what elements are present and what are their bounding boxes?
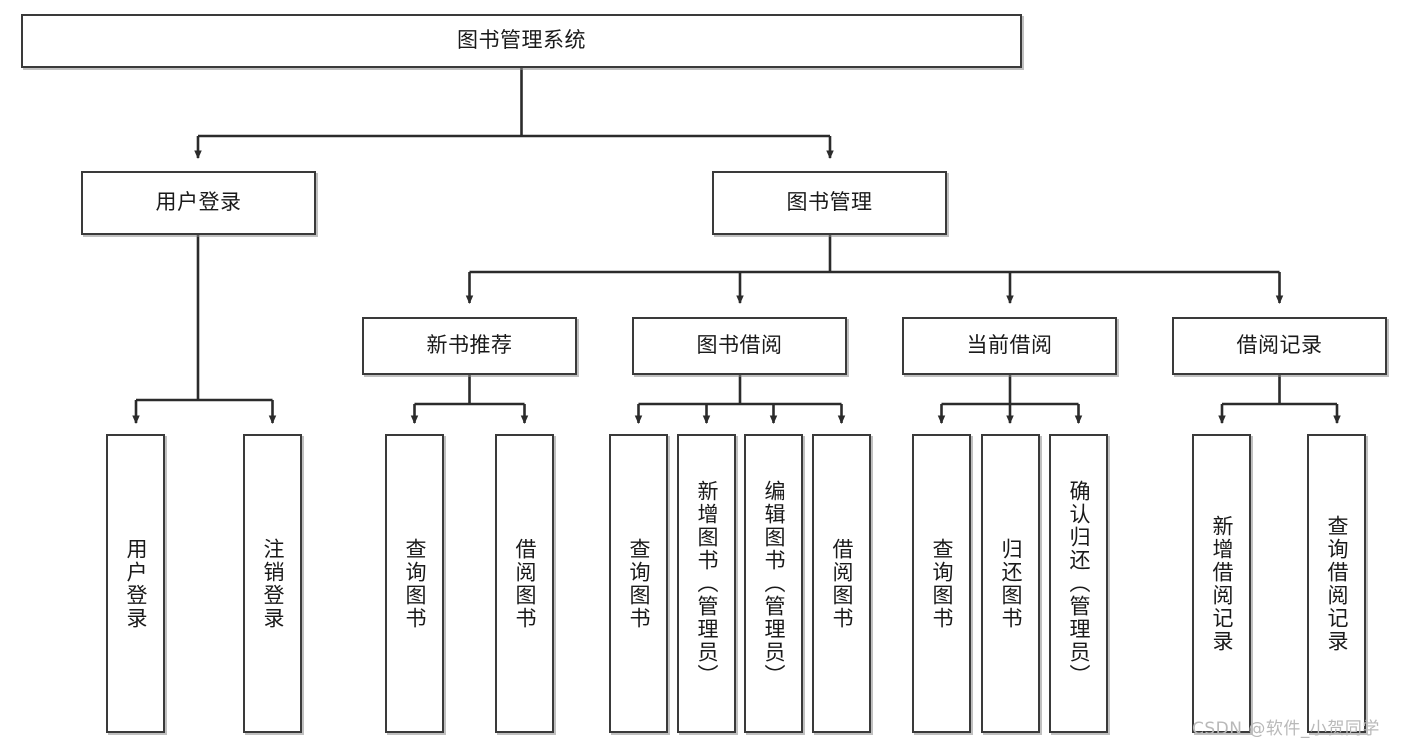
node-leaf-add-record-label: 新增借阅记录 [1209,514,1234,653]
node-book-manage-label: 图书管理 [786,190,873,215]
node-borrow-record[interactable]: 借阅记录 [1172,317,1387,375]
node-user-login-label: 用户登录 [155,190,242,215]
node-leaf-confirm-return[interactable]: 确认归还（管理员） [1049,434,1108,733]
node-current-borrow[interactable]: 当前借阅 [902,317,1117,375]
node-leaf-user-login[interactable]: 用户登录 [106,434,165,733]
node-leaf-query-record[interactable]: 查询借阅记录 [1307,434,1366,733]
node-leaf-borrow-book-1-label: 借阅图书 [512,537,537,630]
node-book-borrow-label: 图书借阅 [696,333,783,358]
node-borrow-record-label: 借阅记录 [1236,333,1323,358]
node-leaf-query-book-3[interactable]: 查询图书 [912,434,971,733]
node-leaf-logout-label: 注销登录 [260,537,285,630]
node-leaf-edit-book-label: 编辑图书（管理员） [761,480,786,687]
node-leaf-borrow-book-2-label: 借阅图书 [829,537,854,630]
node-leaf-query-book-2-label: 查询图书 [626,537,651,630]
node-leaf-return-book[interactable]: 归还图书 [981,434,1040,733]
node-user-login[interactable]: 用户登录 [81,171,316,235]
node-new-book-rec-label: 新书推荐 [426,333,513,358]
csdn-watermark: CSDN @软件_小贺同学 [1192,719,1380,739]
node-leaf-add-record[interactable]: 新增借阅记录 [1192,434,1251,733]
node-new-book-rec[interactable]: 新书推荐 [362,317,577,375]
node-leaf-query-book-1-label: 查询图书 [402,537,427,630]
node-leaf-add-book-label: 新增图书（管理员） [694,480,719,687]
node-root-label: 图书管理系统 [457,28,586,53]
node-leaf-query-book-3-label: 查询图书 [929,537,954,630]
node-leaf-query-book-1[interactable]: 查询图书 [385,434,444,733]
node-leaf-borrow-book-2[interactable]: 借阅图书 [812,434,871,733]
node-book-borrow[interactable]: 图书借阅 [632,317,847,375]
node-leaf-confirm-return-label: 确认归还（管理员） [1066,480,1091,687]
node-leaf-logout[interactable]: 注销登录 [243,434,302,733]
node-leaf-query-record-label: 查询借阅记录 [1324,514,1349,653]
node-current-borrow-label: 当前借阅 [966,333,1053,358]
node-leaf-add-book[interactable]: 新增图书（管理员） [677,434,736,733]
node-leaf-borrow-book-1[interactable]: 借阅图书 [495,434,554,733]
node-leaf-query-book-2[interactable]: 查询图书 [609,434,668,733]
node-leaf-user-login-label: 用户登录 [123,537,148,630]
node-leaf-return-book-label: 归还图书 [998,537,1023,630]
node-root[interactable]: 图书管理系统 [21,14,1022,68]
node-book-manage[interactable]: 图书管理 [712,171,947,235]
node-leaf-edit-book[interactable]: 编辑图书（管理员） [744,434,803,733]
